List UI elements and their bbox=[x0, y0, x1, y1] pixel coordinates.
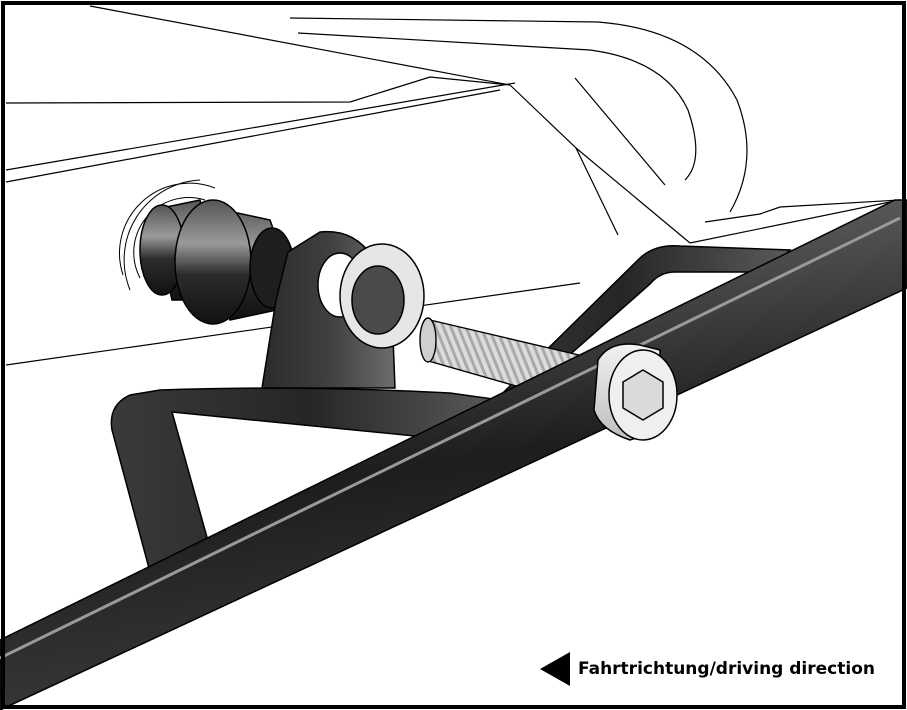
washer bbox=[339, 243, 425, 349]
caption-text: Fahrtrichtung/driving direction bbox=[577, 659, 875, 679]
left-triangle-arrow-icon bbox=[539, 652, 570, 686]
bracket-leg bbox=[110, 387, 502, 574]
hex-socket-icon bbox=[622, 369, 664, 421]
main-tube bbox=[0, 199, 907, 710]
driving-direction-caption: Fahrtrichtung/driving direction bbox=[539, 652, 875, 686]
bolt-head bbox=[593, 343, 678, 441]
